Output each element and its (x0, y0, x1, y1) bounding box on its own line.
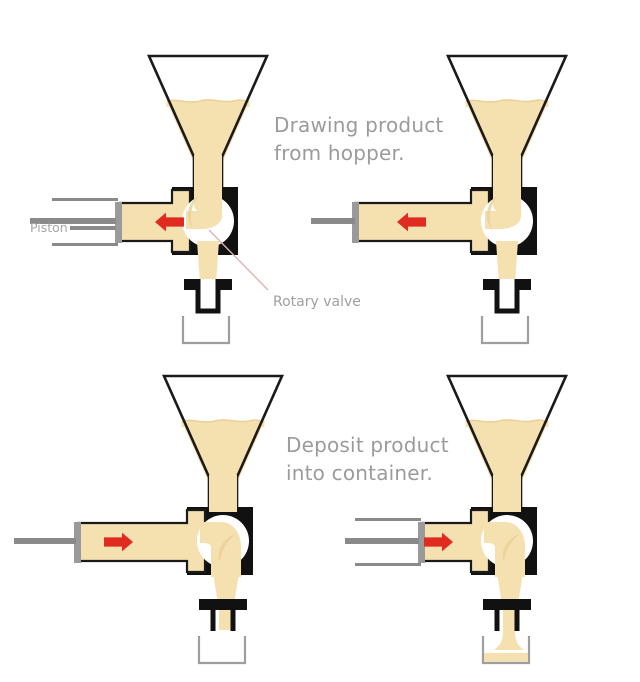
panel-2 (311, 54, 568, 345)
panel-4 (345, 374, 568, 665)
cylinder-assembly (345, 508, 491, 574)
nozzle (184, 279, 232, 314)
rotary-valve-leader-line (208, 229, 269, 291)
hopper-throat-product (493, 155, 521, 200)
piston-rod (14, 538, 76, 544)
valve-product-channel (485, 190, 521, 229)
piston-face (74, 522, 81, 563)
nozzle (483, 279, 531, 314)
piston-face (418, 522, 425, 563)
nozzle-product (197, 241, 219, 284)
panel-1 (30, 54, 269, 345)
piston-face (115, 202, 122, 243)
cylinder-rail-bottom (52, 243, 118, 246)
hopper-throat-product (194, 155, 222, 200)
piston-face (352, 202, 359, 243)
nozzle-product (211, 561, 241, 604)
caption-bottom-line1: Deposit product (286, 433, 449, 457)
panel-3 (14, 374, 284, 665)
nozzle (199, 599, 247, 631)
piston-label: Piston (30, 220, 68, 235)
nozzle-product (496, 241, 518, 284)
piston-rod (311, 218, 355, 224)
cylinder-assembly (14, 508, 207, 574)
piston-rod (345, 538, 419, 544)
nozzle (483, 599, 531, 631)
hopper-throat-product (209, 475, 237, 512)
caption-top-line1: Drawing product (274, 113, 443, 137)
valve-product-channel (186, 190, 222, 229)
piston-rod (30, 218, 116, 224)
nozzle-product (495, 561, 525, 604)
cylinder-assembly (30, 188, 192, 254)
caption-top-line2: from hopper. (274, 141, 405, 165)
caption-bottom-line2: into container. (286, 461, 433, 485)
nozzle-stream (494, 596, 524, 650)
rotary-valve-label: Rotary valve (273, 294, 361, 310)
cylinder-rail-top (355, 518, 421, 521)
hopper-throat-product (493, 475, 521, 512)
cylinder-rail-bottom (355, 563, 421, 566)
cylinder-rail-top (52, 198, 118, 201)
